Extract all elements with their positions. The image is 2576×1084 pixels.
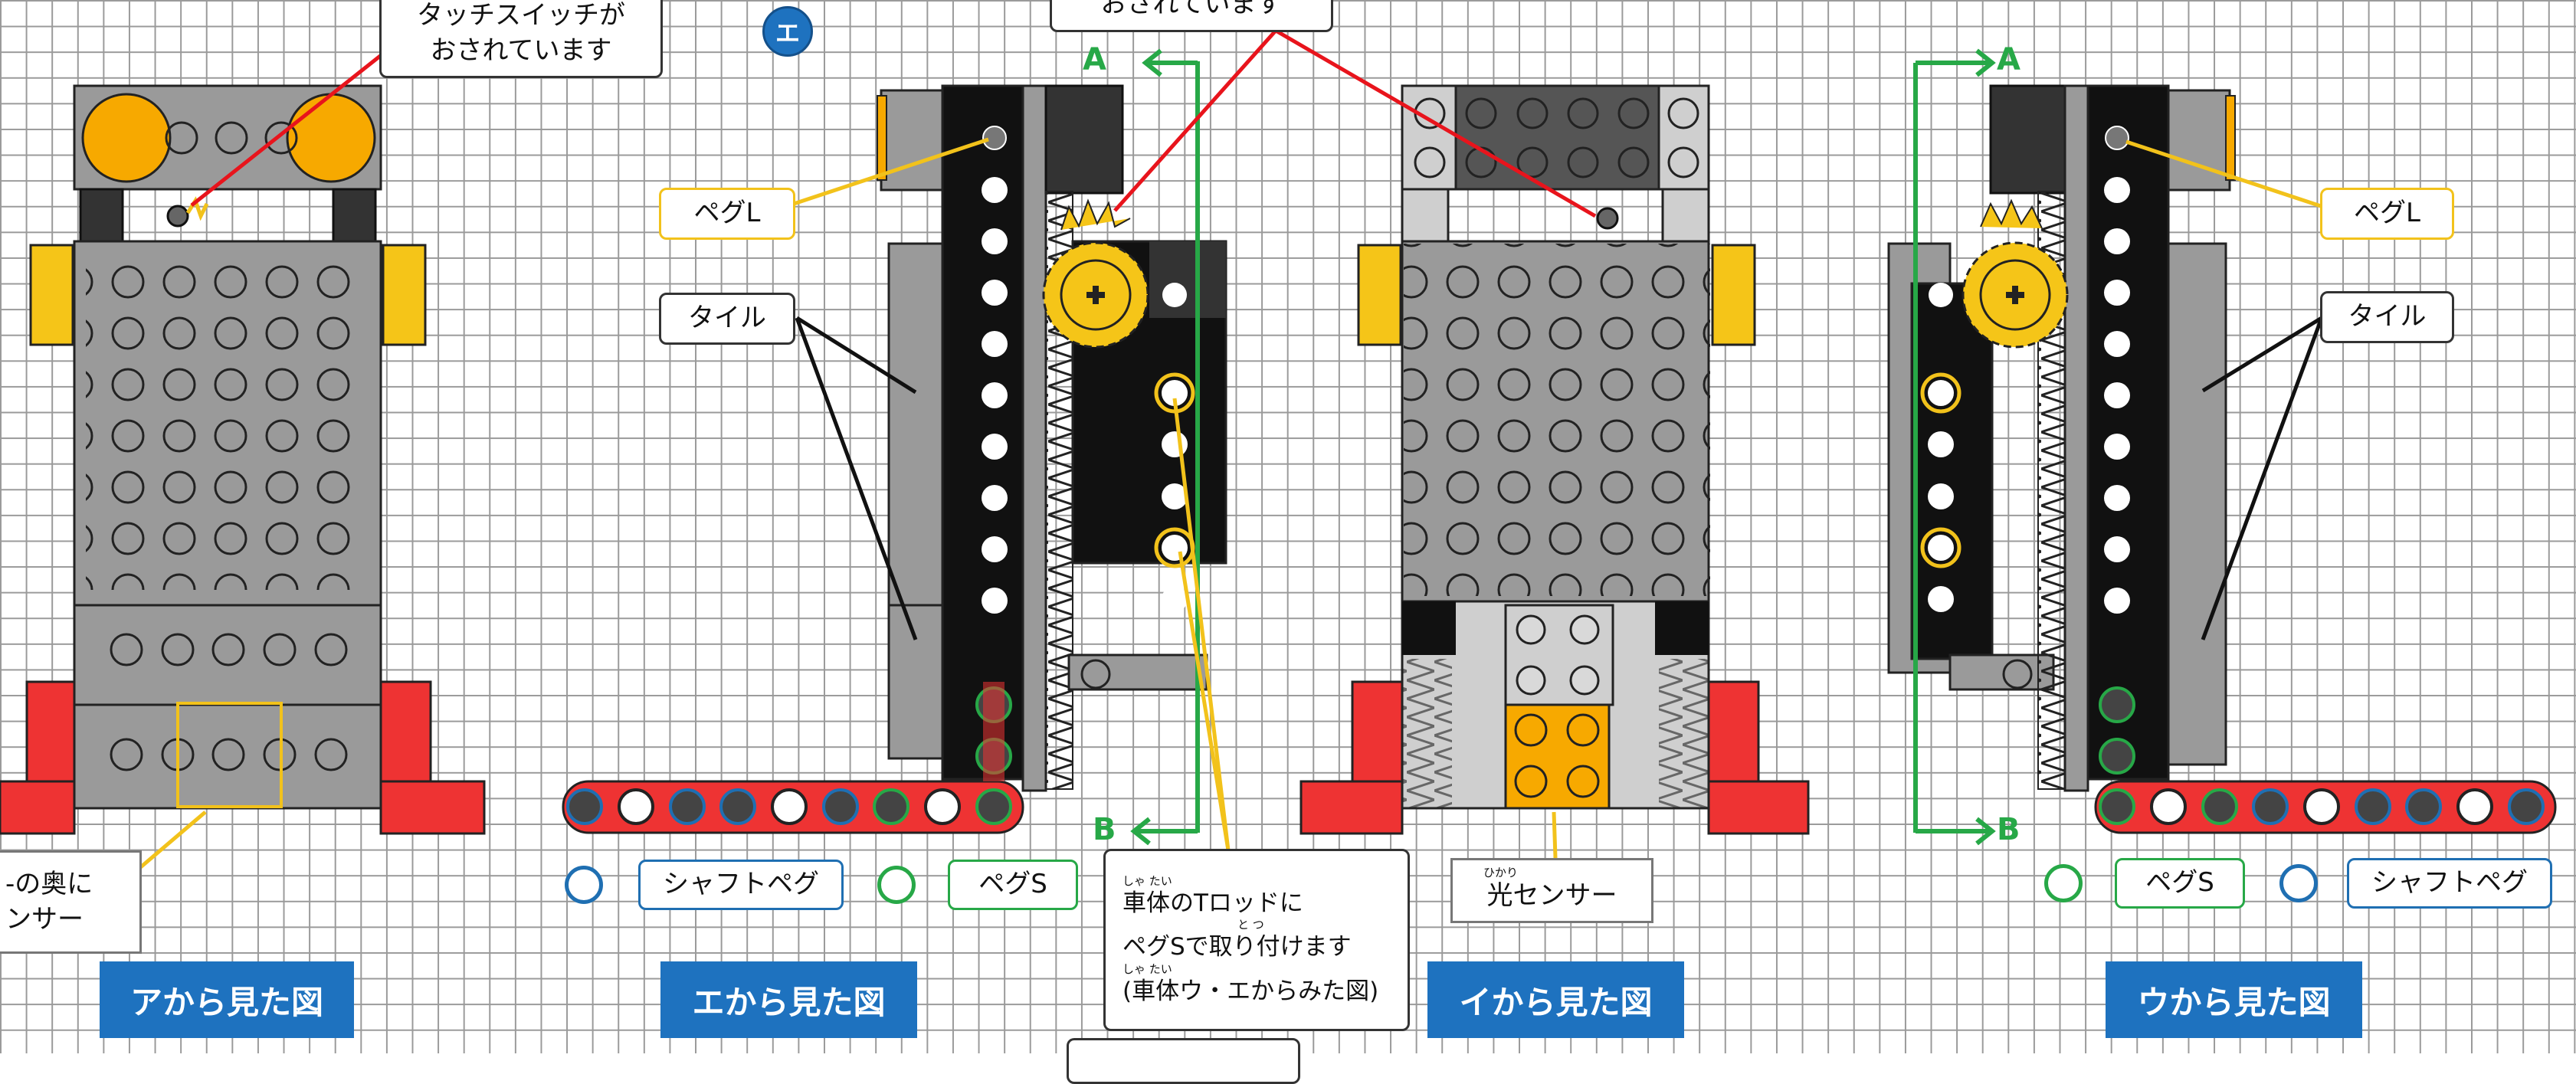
pressed-text: おされています xyxy=(1100,0,1283,20)
mount-furigana-3: しゃ たい xyxy=(1122,961,1172,976)
peg-s-label: ペグS xyxy=(2145,867,2214,899)
view-e-model xyxy=(562,84,1227,834)
shaft-peg-legend-right: シャフトペグ xyxy=(2347,858,2552,909)
view-a-title: アから見た図 xyxy=(100,961,354,1038)
pointer-arrows xyxy=(136,28,2324,871)
view-u-title: ウから見た図 xyxy=(2106,961,2362,1038)
guide-label-a-right: A xyxy=(1997,42,2020,77)
peg-l-callout-right: ペグL xyxy=(2320,188,2454,240)
peg-s-legend-left: ペグS xyxy=(948,860,1078,910)
shaft-peg-label: シャフトペグ xyxy=(663,869,819,900)
hidden-sensor-callout: -の奥に ンサー xyxy=(0,850,142,954)
shaft-peg-legend-icon xyxy=(565,866,603,904)
view-i-title-text: イから見た図 xyxy=(1459,983,1653,1021)
tile-callout-left: タイル xyxy=(659,293,795,345)
shaft-peg-legend-left: シャフトペグ xyxy=(638,860,844,910)
view-e-marker-icon: エ xyxy=(762,6,813,57)
peg-l-label: ペグL xyxy=(2354,198,2420,229)
peg-s-label: ペグS xyxy=(978,869,1047,900)
touch-switch-callout: タッチスイッチが おされています xyxy=(379,0,663,78)
gear-icon xyxy=(1042,198,1149,349)
lego-assembly-diagram xyxy=(0,28,2557,871)
mount-line-1: 車体のTロッドに xyxy=(1122,889,1303,917)
view-a-model xyxy=(0,84,486,835)
peg-l-callout-left: ペグL xyxy=(659,188,795,240)
view-i-model xyxy=(1299,84,1810,835)
bottom-cut-callout xyxy=(1067,1038,1300,1084)
peg-s-legend-icon xyxy=(2044,864,2083,902)
tile-callout-right: タイル xyxy=(2320,291,2454,343)
view-e-title: エから見た図 xyxy=(660,961,917,1038)
peg-l-label: ペグL xyxy=(693,198,761,229)
light-sensor-callout: ひかり 光センサー xyxy=(1450,858,1653,923)
mounting-note-callout: しゃ たい 車体のTロッドに と つ ペグSで取り付けます しゃ たい (車体ウ… xyxy=(1103,849,1410,1031)
pressed-callout-top: おされています xyxy=(1050,0,1333,32)
light-sensor-label: 光センサー xyxy=(1486,880,1617,912)
hidden-sensor-line-2: ンサー xyxy=(5,903,84,935)
view-u-title-text: ウから見た図 xyxy=(2137,983,2331,1021)
mount-furigana-1: しゃ たい xyxy=(1122,873,1172,888)
view-u-model xyxy=(1887,84,2557,834)
guide-label-b-right: B xyxy=(1997,812,2020,847)
mount-furigana-2: と つ xyxy=(1237,918,1264,932)
guide-label-a-mid: A xyxy=(1083,42,1106,77)
tile-label: タイル xyxy=(688,303,766,334)
mount-line-3: (車体ウ・エからみた図) xyxy=(1122,977,1379,1005)
guide-label-b-mid: B xyxy=(1093,812,1116,847)
touch-switch-line-2: おされています xyxy=(430,35,612,66)
hidden-sensor-line-1: -の奥に xyxy=(5,868,93,899)
mount-line-2: ペグSで取り付けます xyxy=(1122,933,1352,961)
tile-label: タイル xyxy=(2348,301,2427,332)
view-e-title-text: エから見た図 xyxy=(692,983,886,1021)
view-i-title: イから見た図 xyxy=(1427,961,1684,1038)
gear-icon xyxy=(1961,198,2069,349)
peg-s-legend-icon xyxy=(877,866,916,904)
section-guide-lines xyxy=(1130,48,1996,846)
shaft-peg-label: シャフトペグ xyxy=(2371,867,2528,899)
touch-switch-line-1: タッチスイッチが xyxy=(417,0,625,31)
shaft-peg-legend-icon xyxy=(2279,864,2318,902)
light-sensor-furigana: ひかり xyxy=(1483,866,1519,880)
view-a-title-text: アから見た図 xyxy=(129,983,323,1021)
peg-s-legend-right: ペグS xyxy=(2115,858,2245,909)
